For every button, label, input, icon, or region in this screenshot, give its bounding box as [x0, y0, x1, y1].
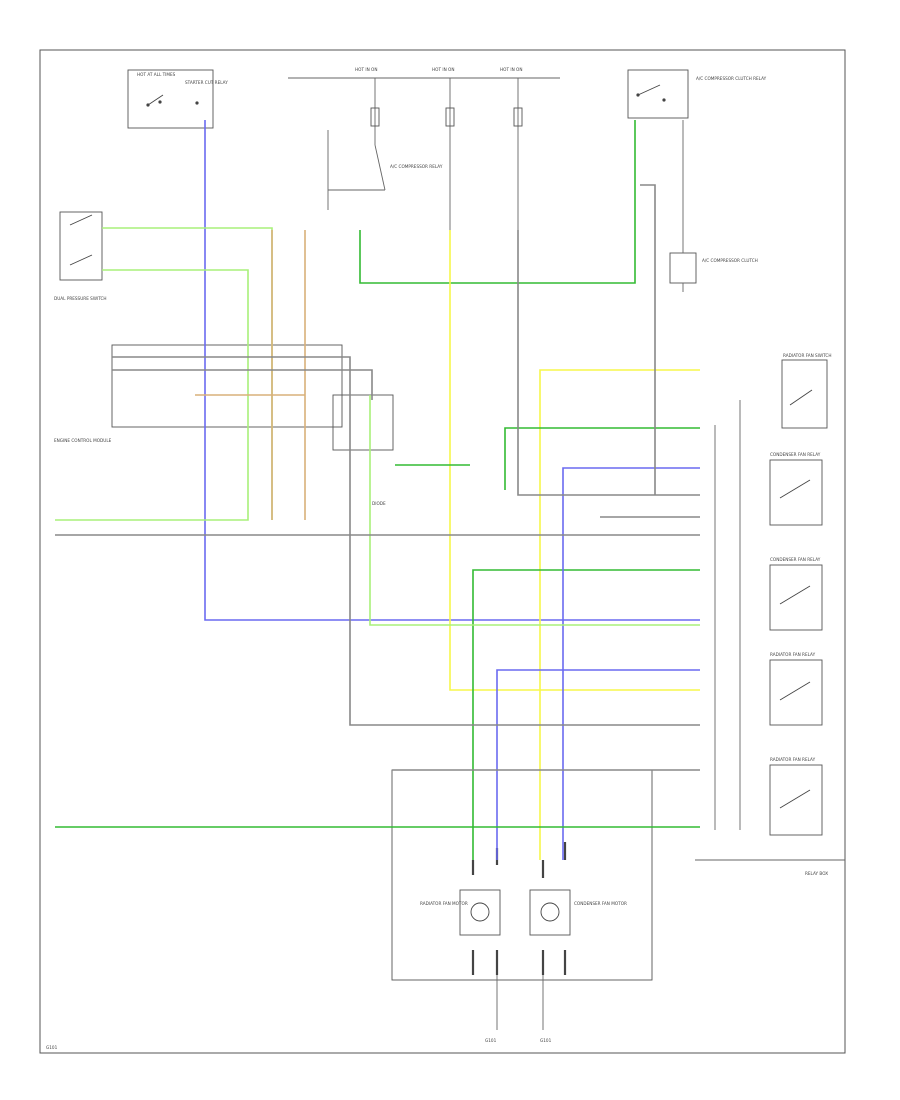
wire-layer	[55, 120, 700, 860]
svg-text:RADIATOR FAN RELAY: RADIATOR FAN RELAY	[770, 652, 816, 657]
svg-text:CONDENSER FAN RELAY: CONDENSER FAN RELAY	[770, 452, 821, 457]
svg-text:STARTER CUT RELAY: STARTER CUT RELAY	[185, 80, 228, 85]
wire-gray-16	[112, 356, 700, 726]
svg-text:DUAL PRESSURE SWITCH: DUAL PRESSURE SWITCH	[54, 296, 107, 301]
svg-text:HOT AT ALL TIMES: HOT AT ALL TIMES	[137, 72, 176, 77]
wire-yellow-8	[539, 369, 700, 860]
wire-blue-13	[496, 669, 700, 860]
relay-top-right: A/C COMPRESSOR CLUTCH RELAY	[627, 69, 767, 119]
wire-yellow-7	[449, 230, 700, 691]
fuse-column-2: HOT IN ON	[432, 67, 454, 230]
svg-text:CONDENSER FAN RELAY: CONDENSER FAN RELAY	[770, 557, 821, 562]
fuse-column-1: HOT IN ON	[288, 67, 560, 145]
wire-gray-19	[517, 230, 700, 496]
wire-lightgreen-1	[102, 227, 273, 520]
svg-text:A/C COMPRESSOR RELAY: A/C COMPRESSOR RELAY	[390, 164, 443, 169]
condenser-fan-relay-2: CONDENSER FAN RELAY	[769, 557, 823, 631]
svg-text:CONDENSER FAN MOTOR: CONDENSER FAN MOTOR	[574, 901, 627, 906]
svg-text:RADIATOR FAN MOTOR: RADIATOR FAN MOTOR	[420, 901, 468, 906]
wire-green-11	[472, 569, 700, 860]
wire-gray-21	[640, 184, 656, 495]
wire-green-6	[359, 120, 636, 284]
svg-text:HOT IN ON: HOT IN ON	[500, 67, 522, 72]
ac-relay-top: A/C COMPRESSOR RELAY	[327, 130, 443, 210]
compressor-clutch: A/C COMPRESSOR CLUTCH	[669, 120, 758, 292]
diode: DIODE	[332, 394, 394, 506]
svg-text:RELAY BOX: RELAY BOX	[805, 871, 828, 876]
svg-text:A/C COMPRESSOR CLUTCH RELAY: A/C COMPRESSOR CLUTCH RELAY	[696, 76, 767, 81]
dual-pressure-switch: DUAL PRESSURE SWITCH	[54, 211, 107, 301]
fuse-column-3: HOT IN ON	[500, 67, 522, 230]
radiator-fan-relay-2: RADIATOR FAN RELAY RELAY BOX	[769, 757, 828, 876]
svg-text:A/C COMPRESSOR CLUTCH: A/C COMPRESSOR CLUTCH	[702, 258, 758, 263]
svg-text:G101: G101	[46, 1045, 58, 1050]
svg-text:ENGINE CONTROL MODULE: ENGINE CONTROL MODULE	[54, 438, 112, 443]
wire-green-9	[504, 427, 700, 490]
svg-text:DIODE: DIODE	[372, 501, 386, 506]
fan-motor-box: RADIATOR FAN MOTOR CONDENSER FAN MOTOR G…	[391, 769, 653, 1043]
svg-text:HOT IN ON: HOT IN ON	[355, 67, 377, 72]
condenser-fan-relay-1: CONDENSER FAN RELAY	[769, 452, 823, 526]
svg-text:RADIATOR FAN RELAY: RADIATOR FAN RELAY	[770, 757, 816, 762]
top-left-switch-box: HOT AT ALL TIMES STARTER CUT RELAY	[127, 69, 228, 129]
wire-lightgreen-15	[369, 395, 700, 626]
svg-text:RADIATOR FAN SWITCH: RADIATOR FAN SWITCH	[783, 353, 831, 358]
wire-blue-12	[562, 467, 700, 860]
engine-control-module: ENGINE CONTROL MODULE	[54, 344, 343, 443]
svg-text:HOT IN ON: HOT IN ON	[432, 67, 454, 72]
wire-gray-17	[112, 369, 373, 400]
radiator-fan-relay-1: RADIATOR FAN RELAY	[769, 652, 823, 726]
svg-text:G101: G101	[485, 1038, 497, 1043]
radiator-fan-switch: RADIATOR FAN SWITCH	[781, 353, 831, 429]
diagram-frame	[39, 49, 846, 1054]
wire-blue-0	[204, 120, 700, 621]
svg-text:G101: G101	[540, 1038, 552, 1043]
